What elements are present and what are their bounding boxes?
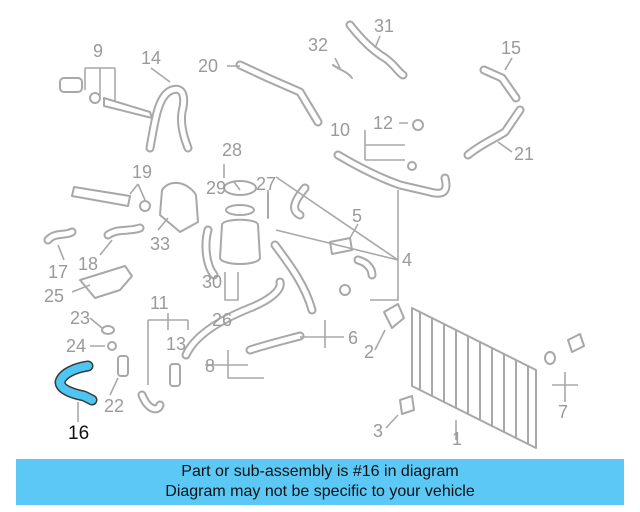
callout-23: 23: [70, 308, 90, 328]
callout-19: 19: [132, 162, 152, 182]
part-30-shape: [201, 225, 219, 280]
caption-line-2: Diagram may not be specific to your vehi…: [165, 483, 475, 500]
callout-9: 9: [93, 41, 103, 61]
part-28-shape: [223, 180, 257, 216]
part-25-shape: [79, 265, 133, 299]
callout-13: 13: [166, 334, 186, 354]
callout-1: 1: [452, 429, 462, 449]
part-6-shape: [245, 331, 305, 355]
leader-lines: [57, 35, 578, 440]
part-14-shape: [145, 84, 193, 153]
part-20-shape: [235, 60, 323, 127]
part-24-shape: [107, 341, 117, 351]
caption-line-1: Part or sub-assembly is #16 in diagram: [181, 463, 459, 480]
callout-15: 15: [501, 38, 521, 58]
callout-18: 18: [78, 254, 98, 274]
callout-2-lower: 2: [364, 342, 374, 362]
callout-27: 27: [256, 174, 276, 194]
callout-24: 24: [66, 336, 86, 356]
callout-28: 28: [222, 140, 242, 160]
callout-14: 14: [141, 48, 161, 68]
callout-26: 26: [212, 310, 232, 330]
callout-16-highlighted: 16: [68, 423, 89, 444]
part-drawings: [43, 20, 585, 449]
callout-11: 11: [150, 293, 169, 313]
part-2-shape: [383, 303, 405, 329]
part-17-shape: [43, 227, 77, 245]
part-32-shape: [332, 64, 353, 79]
callout-20: 20: [198, 56, 218, 76]
part-3-shape: [399, 395, 415, 415]
part-33-shape: [159, 181, 199, 233]
callout-10: 10: [330, 120, 350, 140]
callout-17: 17: [48, 262, 68, 282]
part-16-highlighted-shape: [54, 360, 98, 406]
part-18-shape: [103, 223, 145, 240]
part-21-shape: [463, 105, 525, 160]
callout-5: 5: [352, 206, 362, 226]
callout-labels: 9 14 20 31 32 15 21 10 12 19 33 28 29 27…: [44, 16, 568, 449]
part-7-shape: [544, 333, 585, 365]
part-15-shape: [479, 65, 521, 103]
callout-33: 33: [150, 234, 170, 254]
callout-3: 3: [373, 421, 383, 441]
callout-21: 21: [514, 144, 534, 164]
callout-8: 8: [205, 356, 215, 376]
part-13-shape: [169, 363, 181, 387]
part-31-shape: [345, 20, 408, 80]
caption-banner: Part or sub-assembly is #16 in diagram D…: [16, 459, 624, 505]
part-5-shape: [329, 237, 353, 255]
callout-4: 4: [402, 250, 412, 270]
callout-22: 22: [104, 396, 124, 416]
callout-31: 31: [374, 16, 394, 36]
callout-30: 30: [202, 272, 222, 292]
callout-6: 6: [348, 328, 358, 348]
part-10-shape: [333, 119, 451, 198]
callout-29: 29: [206, 178, 226, 198]
part-4-shape: [270, 183, 377, 315]
callout-25: 25: [44, 286, 64, 306]
part-23-shape: [101, 325, 115, 335]
callout-32: 32: [308, 35, 328, 55]
part-11-shape: [137, 277, 285, 414]
part-1-shape: [411, 307, 537, 449]
part-22-shape: [117, 355, 129, 377]
part-19-shape: [71, 186, 151, 212]
part-9-shape: [59, 77, 153, 119]
part-26-shape: [219, 218, 261, 265]
callout-12: 12: [373, 113, 393, 133]
callout-7: 7: [558, 402, 568, 422]
